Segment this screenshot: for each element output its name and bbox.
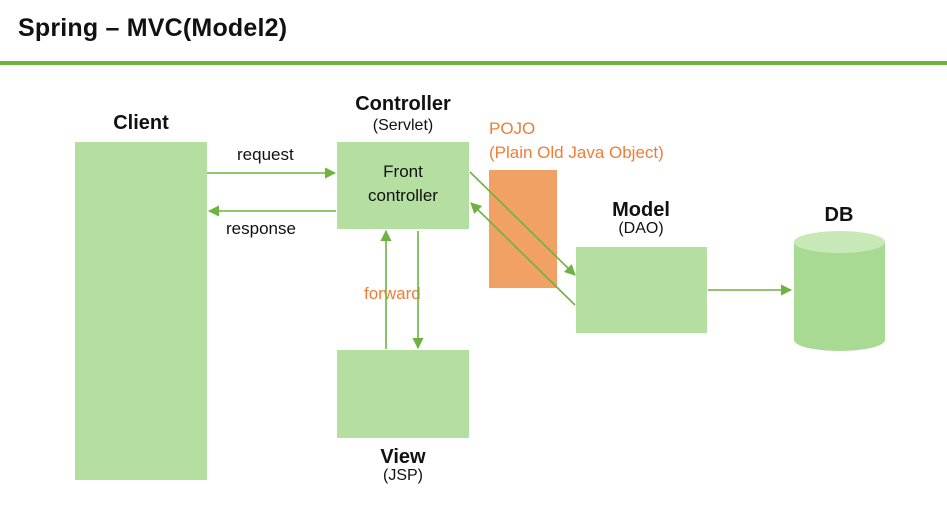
pojo-sublabel: (Plain Old Java Object) (489, 143, 664, 162)
controller-label: Controller (355, 93, 451, 115)
model-label: Model (612, 199, 670, 221)
view-sublabel: (JSP) (383, 467, 423, 484)
request-label: request (237, 145, 294, 164)
controller-box (337, 142, 469, 229)
db-label: DB (824, 204, 854, 226)
pojo-label: POJO (489, 119, 536, 138)
front-controller-line2: controller (368, 186, 438, 205)
model-sublabel: (DAO) (618, 220, 664, 237)
view-box (337, 350, 469, 438)
page-title: Spring – MVC(Model2) (18, 14, 288, 42)
model-box (576, 247, 707, 333)
view-label: View (380, 446, 426, 468)
forward-label: forward (364, 284, 421, 303)
pojo-box (489, 170, 557, 288)
db-cylinder (794, 231, 885, 351)
client-box (75, 142, 207, 480)
controller-sublabel: (Servlet) (372, 117, 434, 134)
controller-to-model-arrow (469, 171, 576, 276)
client-label: Client (113, 112, 169, 134)
model-to-controller-arrow (470, 202, 576, 306)
title-divider (0, 61, 947, 65)
front-controller-line1: Front (383, 162, 423, 181)
response-label: response (226, 219, 296, 238)
